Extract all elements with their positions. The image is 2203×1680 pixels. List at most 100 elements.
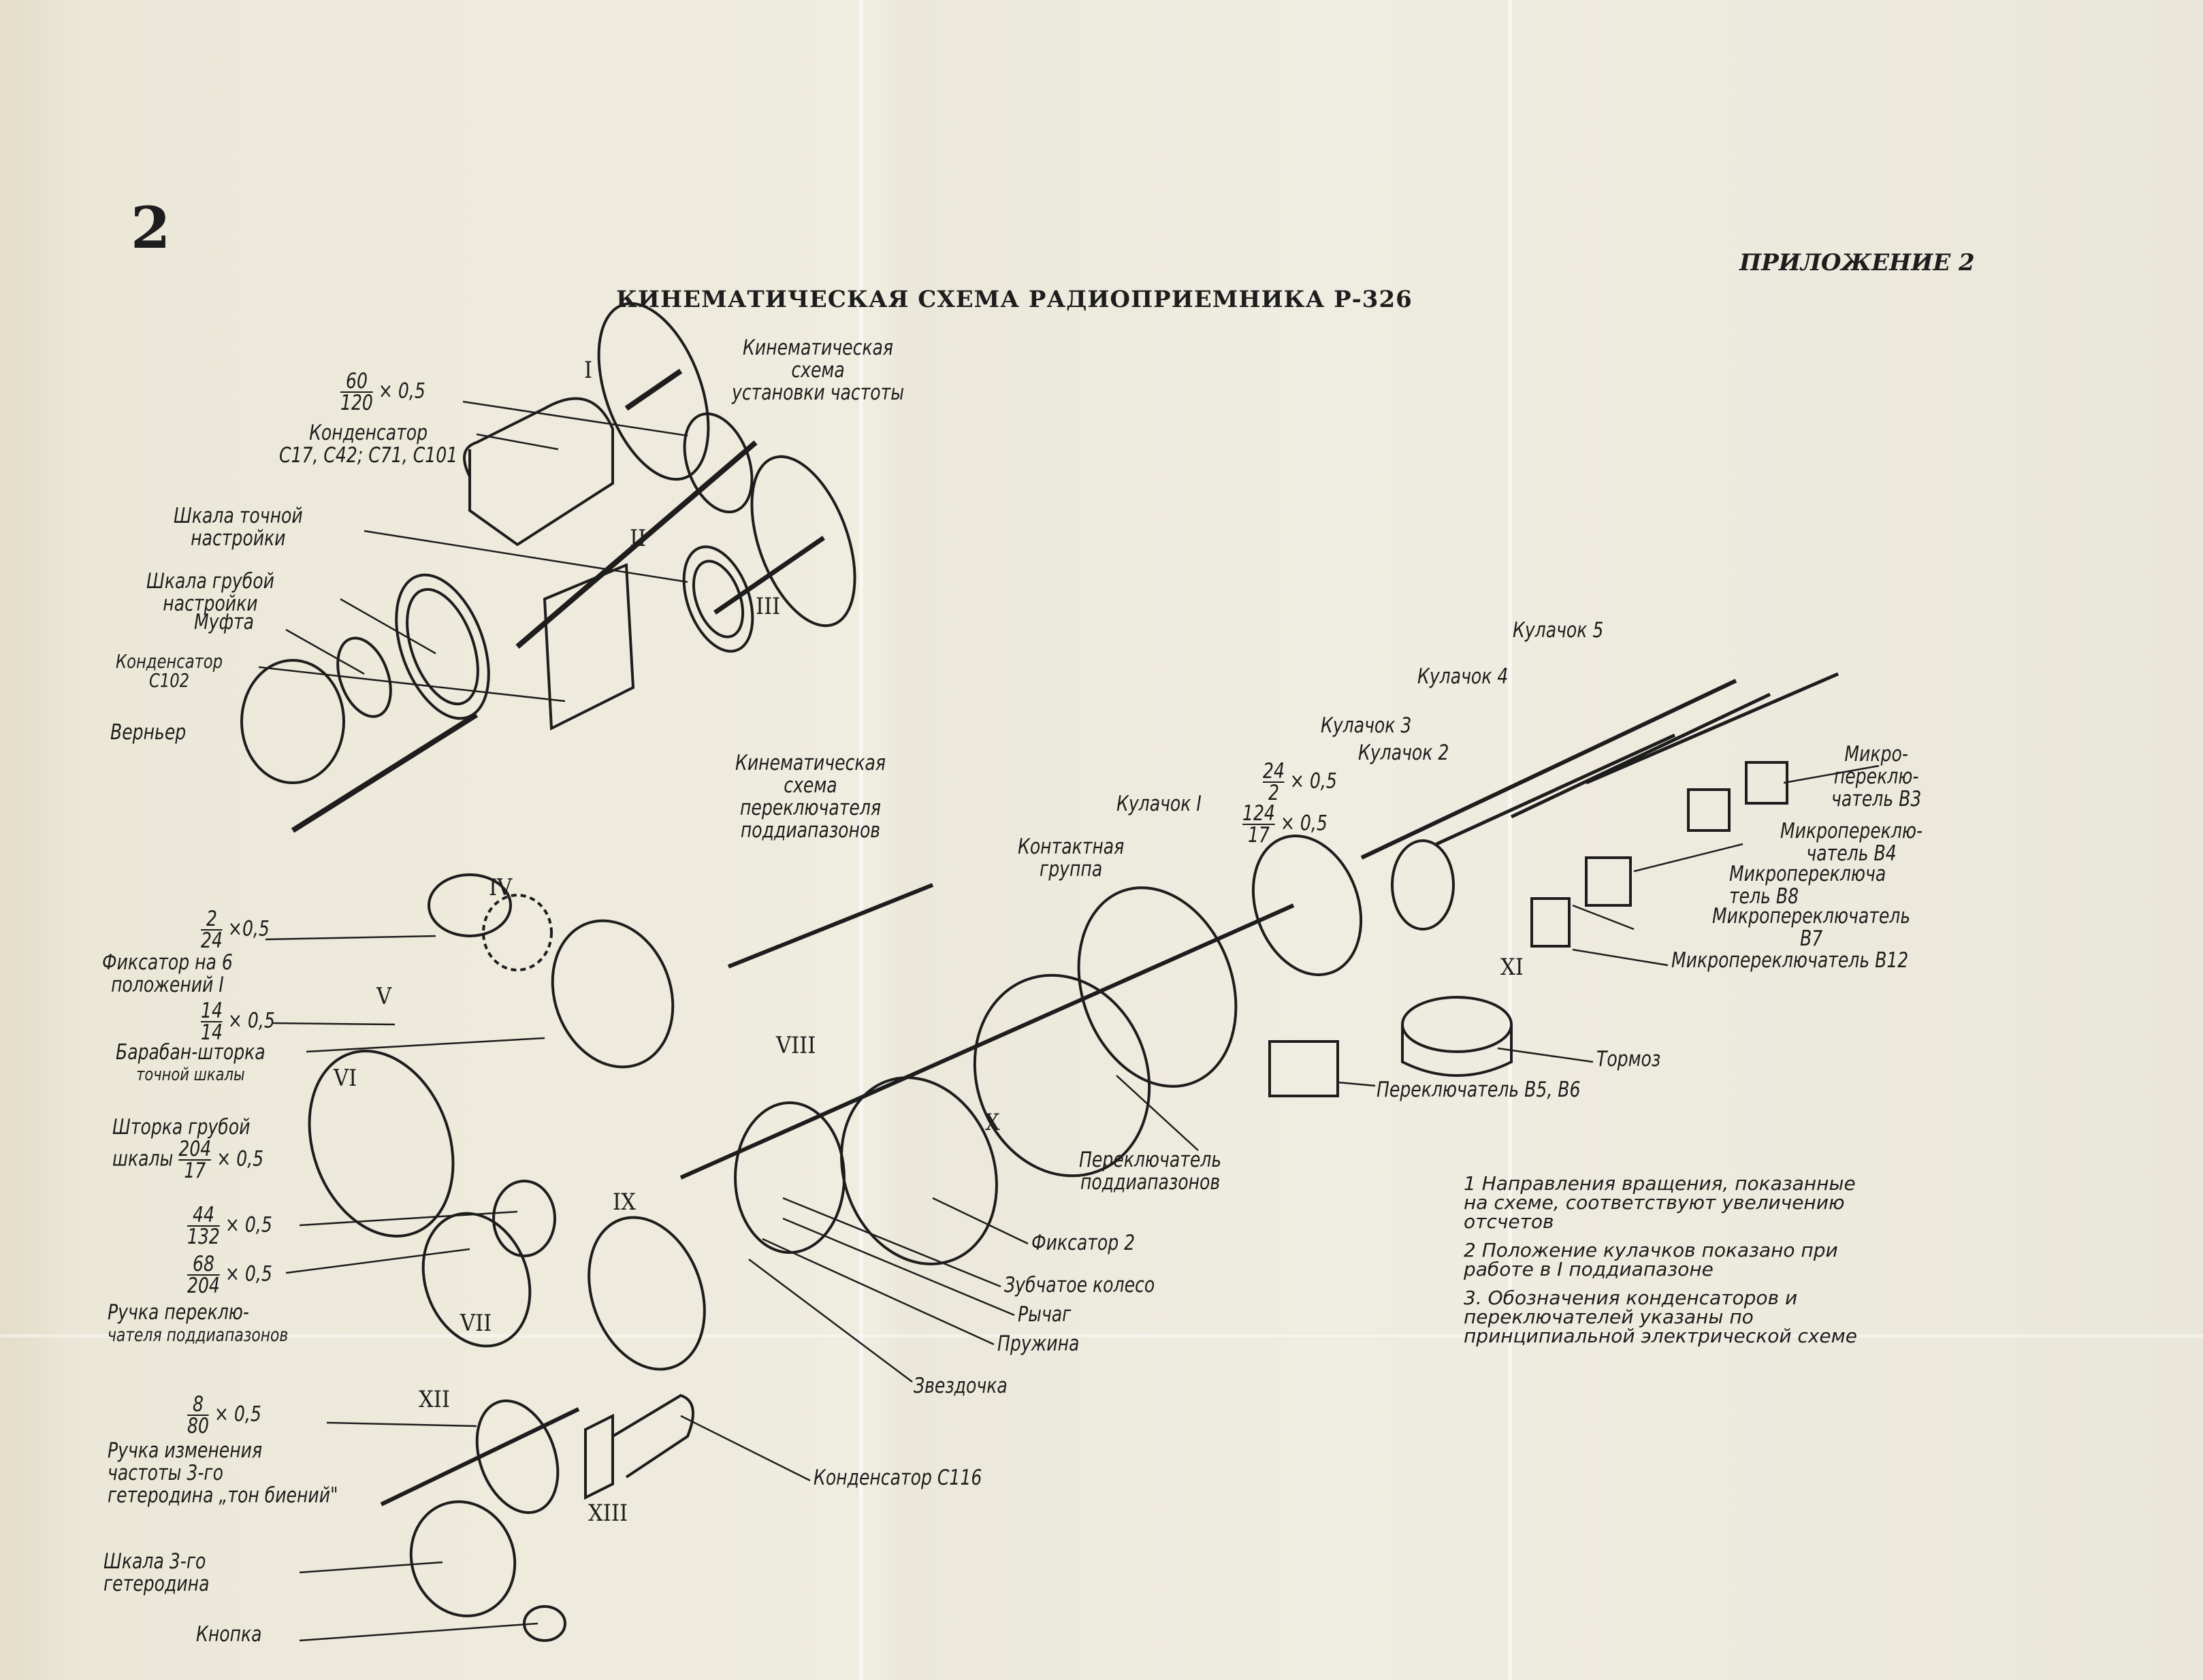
ratio-mult: × 0,5 <box>216 1146 264 1172</box>
caption-line: установки частоты <box>732 381 905 405</box>
label-line: поддиапазонов <box>1080 1170 1221 1195</box>
label-vernier: Верньер <box>110 720 187 745</box>
paper-fold <box>0 1334 2203 1338</box>
paper-fold <box>859 0 863 1680</box>
caption-line: схема <box>791 358 845 383</box>
label-line: Шкала грубой <box>146 569 274 594</box>
label-detent-2: Фиксатор 2 <box>1031 1231 1136 1255</box>
label-button: Кнопка <box>196 1622 262 1647</box>
label-line: Конденсатор <box>309 421 428 445</box>
ratio-mult: × 0,5 <box>1289 769 1337 794</box>
label-line: тель В8 <box>1729 884 1799 909</box>
label-line: гетеродина „тон биений" <box>108 1483 338 1508</box>
label-line: положений I <box>111 973 224 997</box>
section-subband-caption: Кинематическая схема переключателя подди… <box>735 752 886 842</box>
ratio-mult: × 0,5 <box>214 1402 261 1427</box>
ratio-mult: × 0,5 <box>225 1261 272 1287</box>
label-line: С102 <box>148 669 190 692</box>
label-line: переклю- <box>1833 764 1919 789</box>
caption-line: Кинематическая <box>743 336 894 360</box>
label-cam-1: Кулачок I <box>1116 792 1202 816</box>
page-title: КИНЕМАТИЧЕСКАЯ СХЕМА РАДИОПРИЕМНИКА Р-32… <box>616 286 1413 313</box>
label-subband-knob: Ручка переклю-чателя поддиапазонов <box>108 1302 288 1346</box>
shaft-label: X <box>985 1109 1000 1136</box>
caption-line: переключателя <box>739 796 881 820</box>
note-3: 3. Обозначения конденсаторов и переключа… <box>1464 1287 1857 1347</box>
shaft-label: IX <box>613 1189 636 1216</box>
ratio-num: 44 <box>187 1205 220 1227</box>
label-microswitch-b3: Микро-переклю-чатель В3 <box>1831 743 1921 811</box>
ratio-den: 17 <box>184 1159 206 1183</box>
ratio-den: 80 <box>187 1414 209 1438</box>
label-lever: Рычаг <box>1018 1302 1072 1327</box>
note-1: 1 Направления вращения, показанные на сх… <box>1464 1172 1856 1233</box>
shaft-label: XII <box>419 1386 450 1413</box>
caption-line: Кинематическая <box>735 751 886 775</box>
ratio-mult: × 0,5 <box>378 378 425 404</box>
appendix-label: ПРИЛОЖЕНИЕ 2 <box>1739 249 1975 276</box>
label-line: чателя поддиапазонов <box>108 1325 289 1346</box>
label-line: частоты 3-го <box>108 1461 223 1485</box>
shaft-label: I <box>584 357 593 384</box>
label-cam-2: Кулачок 2 <box>1358 741 1449 765</box>
label-brake: Тормоз <box>1596 1047 1661 1071</box>
ratio-den: 120 <box>340 391 373 415</box>
label-line: гетеродина <box>103 1572 210 1596</box>
label-line: Микропереключатель <box>1712 904 1911 928</box>
label-sprocket: Звездочка <box>914 1374 1008 1398</box>
paper-fold <box>1508 0 1512 1680</box>
ratio-num: 124 <box>1242 801 1275 826</box>
label-spring: Пружина <box>997 1331 1080 1356</box>
label-line: Микропереключа <box>1729 862 1886 886</box>
shaft-label: IV <box>489 874 513 901</box>
label-line: Ручка изменения <box>108 1438 263 1463</box>
shaft-label: VI <box>334 1065 357 1092</box>
label-line: чатель В3 <box>1831 787 1922 811</box>
ratio-mult: × 0,5 <box>225 1212 272 1238</box>
ratio-mult: ×0,5 <box>227 916 270 941</box>
label-line: Шкала 3-го <box>103 1549 206 1574</box>
label-line: Барабан-шторка <box>116 1040 266 1065</box>
label-line: Конденсатор <box>116 650 223 673</box>
ratio-num: 68 <box>187 1254 220 1276</box>
label-line: Переключатель <box>1079 1148 1222 1172</box>
shaft-label: III <box>756 593 781 620</box>
shaft-label: V <box>376 983 392 1010</box>
label-line: Контактная <box>1018 835 1125 859</box>
label-cam-3: Кулачок 3 <box>1321 713 1412 738</box>
ratio-den: 2 <box>1268 781 1279 805</box>
label-line: настройки <box>163 592 258 616</box>
label-line: Микропереклю- <box>1780 819 1923 843</box>
ratio-mult: × 0,5 <box>227 1008 275 1033</box>
caption-line: поддиапазонов <box>740 818 881 843</box>
label-gear: Зубчатое колесо <box>1004 1273 1155 1297</box>
page-number: 2 <box>131 194 171 261</box>
section-frequency-caption: Кинематическая схема установки частоты <box>732 337 904 404</box>
ratio-num: 14 <box>201 999 223 1023</box>
label-line: Шторка грубой <box>112 1115 251 1140</box>
note-2: 2 Положение кулачков показано при работе… <box>1464 1239 1838 1280</box>
label-cam-5: Кулачок 5 <box>1513 618 1604 643</box>
label-line: Фиксатор на 6 <box>102 950 233 975</box>
ratio-num: 2 <box>201 909 223 931</box>
shaft-label: XI <box>1500 954 1524 981</box>
label-line: чатель В4 <box>1806 841 1897 866</box>
label-microswitch-b12: Микропереключатель В12 <box>1671 948 1909 973</box>
